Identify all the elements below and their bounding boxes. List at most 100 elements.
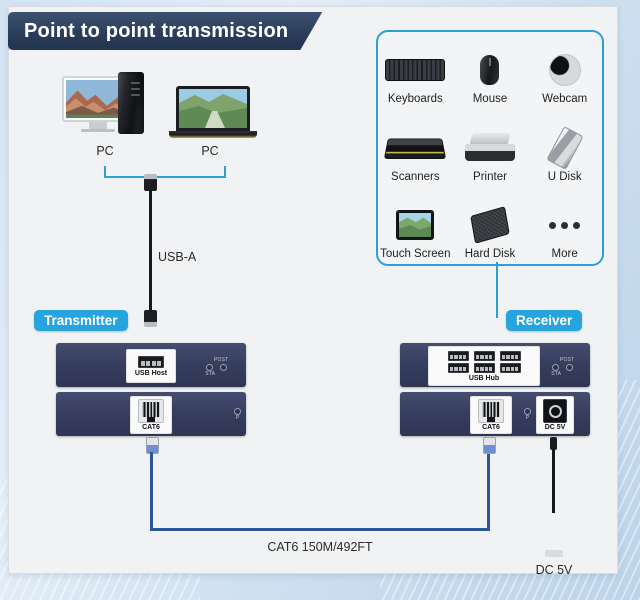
usb-a-jack-icon	[499, 350, 521, 361]
supported-devices-panel: Keyboards Mouse Webcam Scanners Printer …	[376, 30, 604, 266]
device-item-scanners[interactable]: Scanners	[378, 109, 453, 186]
receiver-cat6-port[interactable]: CAT6	[470, 396, 512, 434]
laptop	[169, 86, 257, 138]
usb-a-jack-icon	[473, 350, 495, 361]
led-sta-indicator	[551, 364, 559, 371]
device-item-touch-screen[interactable]: Touch Screen	[378, 187, 453, 264]
device-label: U Disk	[547, 170, 582, 183]
led-power-indicator	[234, 408, 241, 415]
power-adapter	[539, 511, 569, 559]
device-label: Touch Screen	[380, 248, 451, 260]
device-item-hard-disk[interactable]: Hard Disk	[453, 187, 528, 264]
transmitter-led-group: POST STA	[204, 357, 228, 377]
led-post-indicator	[565, 364, 573, 371]
led-sta-indicator	[205, 364, 213, 371]
tower-chassis	[118, 72, 144, 134]
transmitter-cat6-port[interactable]: CAT6	[130, 396, 172, 434]
led-post-label: POST	[214, 357, 229, 363]
usb-a-jack-icon	[447, 350, 469, 361]
device-item-u-disk[interactable]: U Disk	[527, 109, 602, 186]
cat6-cable-label: CAT6 150M/492FT	[267, 540, 373, 554]
device-item-webcam[interactable]: Webcam	[527, 32, 602, 109]
laptop-screen	[176, 86, 250, 131]
keyboard-icon	[385, 50, 446, 90]
cat6-cable-right-vertical	[487, 452, 490, 530]
device-label: Mouse	[472, 93, 508, 106]
port-label: CAT6	[482, 424, 500, 431]
rj45-jack-icon	[138, 399, 164, 423]
rj45-jack-icon	[478, 399, 504, 423]
dc-plug-tip	[550, 437, 557, 450]
receiver-badge: Receiver	[506, 310, 583, 331]
device-label: Hard Disk	[464, 248, 516, 260]
title-banner: Point to point transmission	[8, 12, 322, 50]
rj45-plug-receiver	[483, 437, 496, 454]
receiver-unit-front: USB Hub POST STA	[400, 343, 590, 387]
device-label: Printer	[473, 170, 507, 183]
cat6-cable-left-vertical	[150, 452, 153, 530]
laptop-label: PC	[201, 144, 219, 158]
transmitter-usb-host-port[interactable]: USB Host	[126, 349, 176, 383]
receiver-unit-rear: CAT6 P DC 5V	[400, 392, 590, 436]
usb-a-jack-icon	[447, 362, 469, 373]
receiver-dc-power-port[interactable]: DC 5V	[536, 396, 574, 434]
dc-power-label: DC 5V	[535, 563, 573, 577]
usb-plug-top	[144, 174, 157, 191]
usb-hub-jacks	[447, 350, 521, 373]
receiver-led-group: POST STA	[550, 357, 574, 377]
webcam-icon	[548, 50, 581, 90]
led-power-label: P	[525, 415, 530, 421]
device-label: Keyboards	[387, 93, 443, 106]
transmitter-unit-front: USB Host POST STA	[56, 343, 246, 387]
usb-a-jack-icon	[473, 362, 495, 373]
led-post-indicator	[219, 364, 227, 371]
device-item-printer[interactable]: Printer	[453, 109, 528, 186]
device-item-keyboards[interactable]: Keyboards	[378, 32, 453, 109]
dc-power-jack-icon	[543, 399, 567, 423]
usb-cable	[149, 190, 152, 320]
led-sta-label: STA	[205, 371, 216, 377]
cat6-cable-horizontal	[150, 528, 490, 531]
desktop-label: PC	[96, 144, 114, 158]
receiver-usb-hub-port[interactable]: USB Hub	[428, 346, 540, 386]
ellipsis-icon	[549, 205, 581, 245]
scanner-icon	[384, 128, 447, 168]
touchscreen-icon	[396, 205, 435, 245]
led-power-indicator	[524, 408, 531, 415]
laptop-wallpaper	[179, 89, 247, 128]
transmitter-power-led-group: P	[234, 408, 241, 421]
led-power-label: P	[235, 415, 240, 421]
led-post-label: POST	[560, 357, 575, 363]
pc-bracket-left-tick	[104, 166, 106, 178]
device-item-mouse[interactable]: Mouse	[453, 32, 528, 109]
page-title: Point to point transmission	[24, 19, 289, 42]
port-label: USB Host	[134, 369, 168, 377]
usb-flash-drive-icon	[546, 125, 584, 170]
device-grid: Keyboards Mouse Webcam Scanners Printer …	[378, 32, 602, 264]
receiver-power-led-group: P	[524, 408, 531, 421]
hard-disk-icon	[470, 205, 510, 245]
usb-cable-label: USB-A	[158, 250, 197, 264]
led-sta-label: STA	[551, 371, 562, 377]
transmitter-badge: Transmitter	[34, 310, 128, 331]
adapter-prong	[545, 550, 563, 557]
pc-bracket-horizontal	[104, 176, 226, 178]
port-label: USB Hub	[468, 374, 500, 382]
transmitter-unit-rear: CAT6 P	[56, 392, 246, 436]
usb-a-jack-icon	[499, 362, 521, 373]
device-label: Webcam	[542, 93, 588, 106]
port-label: CAT6	[142, 424, 160, 431]
device-panel-connector-line	[496, 262, 498, 318]
usb-a-jack-icon	[138, 355, 164, 368]
pc-bracket-right-tick	[224, 166, 226, 178]
device-label: Scanners	[391, 170, 440, 183]
dc-power-cable	[552, 449, 555, 513]
device-label: More	[551, 248, 578, 260]
device-item-more[interactable]: More	[527, 187, 602, 264]
usb-plug-bottom	[144, 310, 157, 327]
monitor-stand	[89, 122, 107, 129]
desktop-tower	[118, 72, 144, 134]
monitor-base	[81, 129, 115, 132]
port-label: DC 5V	[544, 424, 566, 431]
laptop-keyboard-base	[169, 131, 257, 138]
